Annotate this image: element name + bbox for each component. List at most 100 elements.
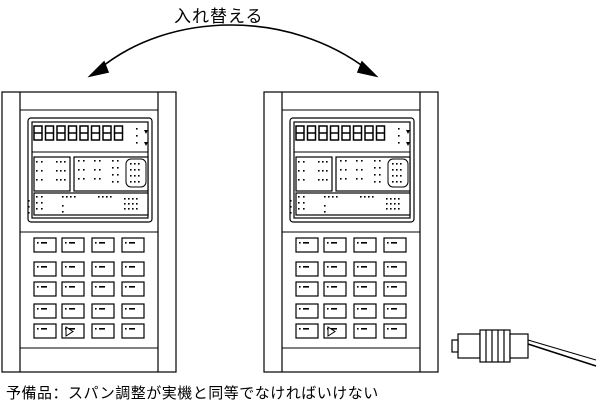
indicator-dot — [398, 142, 400, 144]
annunciator-glyph — [356, 160, 358, 162]
status-glyph — [386, 208, 388, 210]
mode-lamp-glyph — [392, 163, 394, 165]
indicator-mark — [406, 142, 410, 146]
annunciator-glyph — [379, 174, 381, 176]
annunciator-glyph — [318, 161, 320, 163]
keypad-key — [323, 303, 347, 319]
connector-plug — [451, 329, 597, 367]
key-legend-glyph — [125, 286, 127, 288]
plug-ring — [479, 329, 511, 363]
side-tick — [290, 200, 292, 202]
annunciator-glyph — [78, 178, 80, 180]
annunciator-glyph — [117, 174, 119, 176]
keypad-key — [33, 303, 57, 319]
key-legend-glyph — [327, 242, 329, 244]
annunciator-glyph — [64, 179, 66, 181]
keypad-key — [323, 281, 347, 297]
annunciator-glyph — [41, 170, 43, 172]
annunciator-glyph — [298, 170, 300, 172]
mode-lamp-glyph — [134, 163, 136, 165]
annunciator-glyph — [340, 169, 342, 171]
annunciator-glyph — [361, 160, 363, 162]
status-glyph — [390, 208, 392, 210]
mode-lamp-frame — [387, 158, 409, 188]
annunciator-glyph — [322, 161, 324, 163]
mode-lamp-glyph — [138, 163, 140, 165]
key-legend-glyph — [129, 242, 135, 244]
annunciator-glyph — [41, 161, 43, 163]
annunciator-glyph — [78, 160, 80, 162]
annunciator-glyph — [326, 179, 328, 181]
status-glyph — [102, 196, 104, 198]
side-tick — [28, 206, 30, 208]
annunciator-glyph — [36, 179, 38, 181]
mode-lamp-glyph — [134, 169, 136, 171]
status-glyph — [394, 208, 396, 210]
mode-lamp-glyph — [392, 169, 394, 171]
keypad-key — [33, 323, 57, 339]
status-glyph — [124, 203, 126, 205]
annunciator-glyph — [326, 161, 328, 163]
annunciator-glyph — [318, 179, 320, 181]
mode-lamp-glyph — [134, 175, 136, 177]
mode-lamp-glyph — [392, 181, 394, 183]
status-glyph — [332, 196, 334, 198]
key-legend-glyph — [37, 308, 39, 310]
key-legend-glyph — [387, 266, 389, 268]
annunciator-glyph — [112, 174, 114, 176]
key-legend-glyph — [65, 308, 67, 310]
mode-lamp-glyph — [400, 169, 402, 171]
status-glyph — [298, 208, 300, 210]
keypad-key — [295, 237, 319, 253]
keypad-key — [353, 323, 377, 339]
status-glyph — [386, 203, 388, 205]
key-legend-glyph — [331, 308, 337, 310]
status-glyph — [128, 198, 130, 200]
annunciator-glyph — [56, 161, 58, 163]
keypad-key — [33, 261, 57, 277]
keypad-key — [295, 281, 319, 297]
status-glyph — [70, 196, 72, 198]
keypad-key — [91, 303, 115, 319]
annunciator-glyph — [361, 169, 363, 171]
annunciator-glyph — [112, 181, 114, 183]
key-legend-glyph — [303, 266, 309, 268]
play-key-icon — [327, 326, 336, 337]
plug-body — [457, 333, 481, 359]
indicator-dot — [136, 135, 138, 137]
plug-pin — [451, 339, 459, 353]
status-glyph — [386, 198, 388, 200]
keypad-key — [91, 281, 115, 297]
annunciator-glyph — [78, 169, 80, 171]
status-glyph — [390, 203, 392, 205]
annunciator-block — [335, 156, 411, 192]
annunciator-glyph — [340, 178, 342, 180]
key-legend-glyph — [331, 242, 337, 244]
mode-lamp-glyph — [138, 169, 140, 171]
status-glyph — [398, 203, 400, 205]
annunciator-glyph — [374, 174, 376, 176]
arrowhead-right — [356, 60, 379, 78]
arrowhead-left — [87, 60, 110, 78]
status-glyph — [398, 198, 400, 200]
annunciator-glyph — [117, 160, 119, 162]
status-glyph — [132, 203, 134, 205]
annunciator-glyph — [345, 169, 347, 171]
key-legend-glyph — [361, 266, 367, 268]
indicator-mark — [144, 130, 148, 134]
keypad-key — [295, 323, 319, 339]
key-legend-glyph — [65, 286, 67, 288]
annunciator-glyph — [83, 169, 85, 171]
key-legend-glyph — [125, 308, 127, 310]
status-glyph — [303, 202, 305, 204]
annunciator-glyph — [56, 179, 58, 181]
mode-lamp-glyph — [138, 181, 140, 183]
key-legend-glyph — [299, 242, 301, 244]
status-glyph — [128, 203, 130, 205]
annunciator-glyph — [117, 181, 119, 183]
annunciator-glyph — [374, 167, 376, 169]
key-legend-glyph — [361, 328, 367, 330]
status-glyph — [303, 208, 305, 210]
key-legend-glyph — [37, 242, 39, 244]
